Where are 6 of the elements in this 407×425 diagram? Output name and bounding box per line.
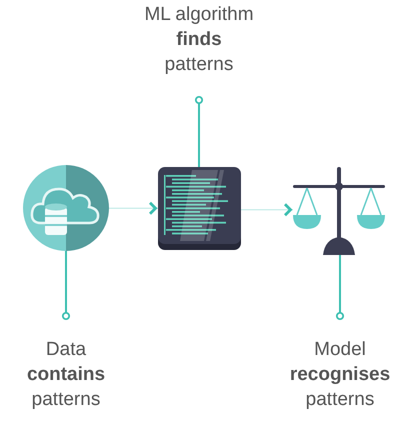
caption-text: ML algorithm finds patterns xyxy=(143,3,255,77)
caption-text: Data contains patterns xyxy=(26,338,106,412)
caption-text: Model recognises patterns xyxy=(288,338,392,412)
leader-line xyxy=(62,251,70,320)
leader-line xyxy=(336,255,344,320)
leader-line xyxy=(194,96,204,167)
